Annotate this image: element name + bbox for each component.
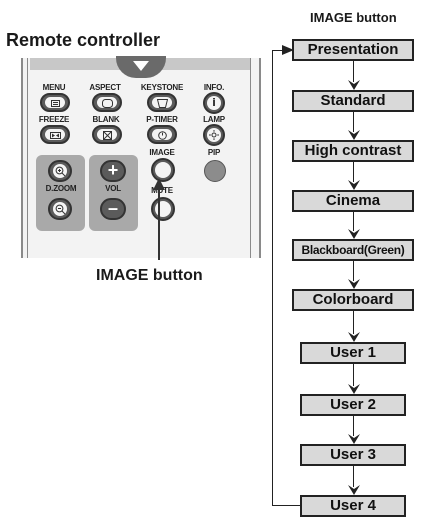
keystone-button[interactable] — [147, 93, 177, 112]
info-label: INFO. — [203, 83, 225, 92]
flow-arrow-line — [353, 61, 354, 82]
timer-icon — [158, 131, 167, 140]
menu-icon — [51, 100, 60, 107]
flow-arrow-line — [353, 416, 354, 436]
keystone-icon — [157, 99, 168, 108]
flow-arrow-line — [353, 162, 354, 182]
mode-standard: Standard — [292, 90, 414, 112]
pip-button[interactable] — [204, 160, 226, 182]
arrow-down-icon — [347, 180, 360, 190]
flow-arrow-line — [353, 112, 354, 132]
zoom-out-icon — [55, 204, 66, 215]
arrow-down-icon — [347, 434, 360, 444]
vol-up-button[interactable]: + — [100, 160, 126, 182]
pip-label: PIP — [207, 148, 221, 157]
flow-arrow-line — [353, 311, 354, 334]
mode-user-4: User 4 — [300, 495, 406, 517]
mode-high-contrast: High contrast — [292, 140, 414, 162]
arrow-down-icon — [347, 130, 360, 140]
blank-button[interactable] — [92, 125, 122, 144]
aspect-label: ASPECT — [89, 83, 121, 92]
mode-user-1: User 1 — [300, 342, 406, 364]
remote-edge-left — [27, 58, 28, 258]
menu-label: MENU — [42, 83, 66, 92]
mode-colorboard: Colorboard — [292, 289, 414, 311]
mode-user-3: User 3 — [300, 444, 406, 466]
freeze-icon — [50, 132, 61, 139]
flow-arrow-line — [353, 364, 354, 386]
mode-blackboard-green: Blackboard(Green) — [292, 239, 414, 261]
lamp-icon — [209, 130, 219, 140]
loop-line-bottom — [272, 505, 300, 506]
mode-cinema: Cinema — [292, 190, 414, 212]
keystone-label: KEYSTONE — [140, 83, 184, 92]
blank-icon — [103, 131, 112, 140]
ptimer-label: P-TIMER — [146, 115, 178, 124]
mode-user-2: User 2 — [300, 394, 406, 416]
arrow-down-icon — [347, 279, 360, 289]
image-button[interactable] — [151, 158, 175, 182]
ptimer-button[interactable] — [147, 125, 177, 144]
mute-label: MUTE — [151, 186, 173, 195]
arrow-down-icon — [347, 332, 360, 342]
dzoom-in-button[interactable] — [48, 160, 72, 182]
remote-edge-right — [250, 58, 251, 258]
info-button[interactable]: i — [203, 92, 225, 114]
flow-arrow-line — [353, 261, 354, 281]
pointer-arrow-icon — [153, 178, 165, 190]
remote-controller-title: Remote controller — [6, 30, 161, 50]
image-button-caption: IMAGE button — [96, 267, 203, 284]
loop-line-top — [272, 50, 290, 51]
loop-line-left — [272, 50, 273, 505]
lamp-button[interactable] — [203, 124, 225, 146]
flow-arrow-line — [353, 212, 354, 231]
menu-button[interactable] — [40, 93, 70, 112]
lamp-label: LAMP — [203, 115, 225, 124]
aspect-icon — [102, 99, 113, 108]
blank-label: BLANK — [92, 115, 120, 124]
arrow-down-icon — [347, 80, 360, 90]
loop-arrow-icon — [282, 45, 294, 55]
freeze-label: FREEZE — [38, 115, 70, 124]
dzoom-out-button[interactable] — [48, 198, 72, 220]
aspect-button[interactable] — [92, 93, 122, 112]
image-label: IMAGE — [149, 148, 175, 157]
mute-button[interactable] — [151, 197, 175, 221]
pointer-line — [158, 188, 160, 260]
flow-arrow-line — [353, 466, 354, 487]
dzoom-label: D.ZOOM — [45, 184, 77, 193]
arrow-down-icon — [347, 229, 360, 239]
arrow-down-icon — [347, 384, 360, 394]
vol-down-button[interactable]: – — [100, 198, 126, 220]
vol-label: VOL — [105, 184, 121, 193]
arrow-down-icon — [347, 485, 360, 495]
zoom-in-icon — [55, 166, 66, 177]
flow-title: IMAGE button — [310, 10, 397, 25]
freeze-button[interactable] — [40, 125, 70, 144]
remote-up-arrow-button[interactable] — [116, 56, 166, 78]
info-icon: i — [212, 96, 216, 109]
triangle-down-icon — [133, 61, 149, 71]
mode-presentation: Presentation — [292, 39, 414, 61]
